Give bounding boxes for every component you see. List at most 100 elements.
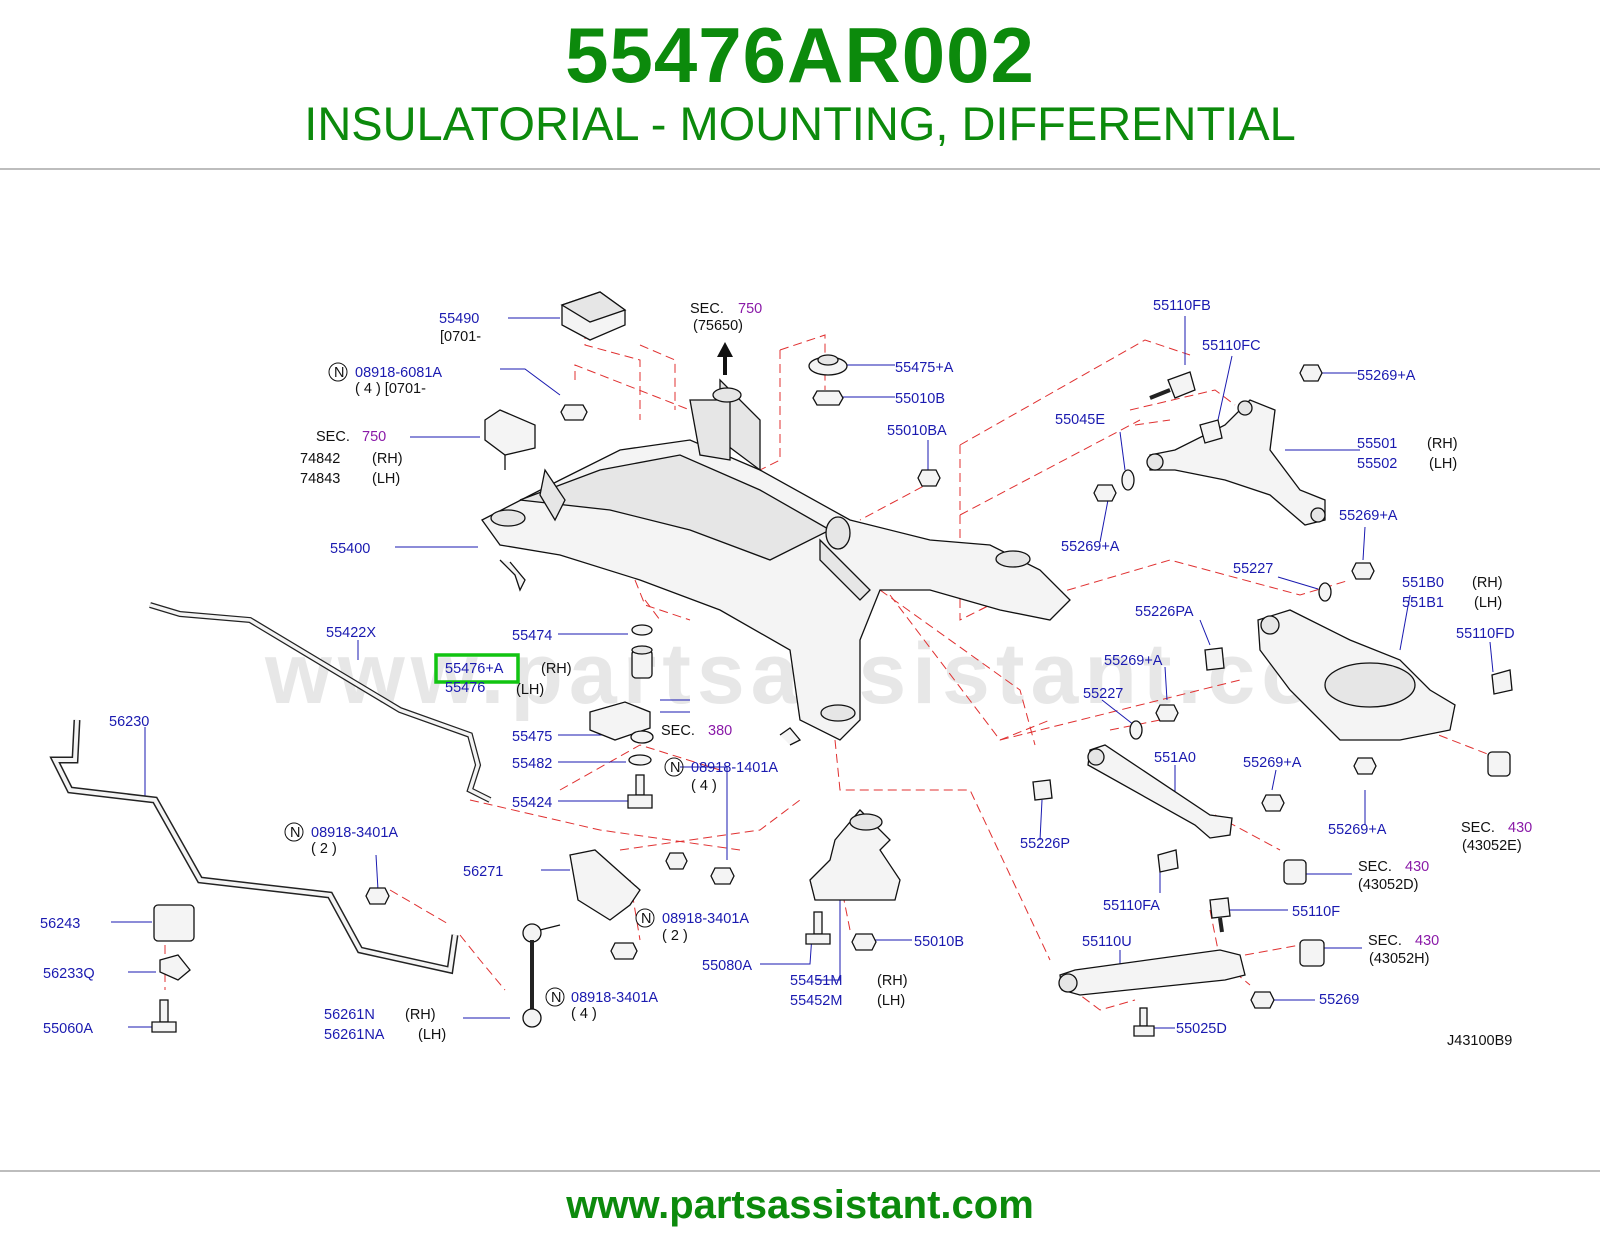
- part-description: INSULATORIAL - MOUNTING, DIFFERENTIAL: [304, 97, 1296, 150]
- label-sec-750-a: SEC.: [316, 429, 350, 445]
- n-symbol-4: N: [641, 911, 651, 927]
- label-55226P[interactable]: 55226P: [1020, 836, 1070, 852]
- part-clamp-56233Q: [159, 954, 191, 981]
- part-nut-55269A-5: [1261, 794, 1285, 812]
- label-55110FC[interactable]: 55110FC: [1202, 338, 1261, 354]
- label-sec-750-top: SEC.: [690, 301, 724, 317]
- label-55482[interactable]: 55482: [512, 756, 552, 772]
- label-sec-430-b: SEC.: [1358, 859, 1392, 875]
- label-55475A[interactable]: 55475+A: [895, 360, 954, 376]
- label-55226PA[interactable]: 55226PA: [1135, 604, 1194, 620]
- label-55422X[interactable]: 55422X: [326, 625, 376, 641]
- label-55502[interactable]: 55502: [1357, 456, 1397, 472]
- label-551B0-rh: (RH): [1472, 575, 1503, 591]
- label-08918-6081A-qty: ( 4 ) [0701-: [355, 381, 426, 397]
- highlight-box-55476A: [434, 653, 520, 684]
- label-55110FD[interactable]: 55110FD: [1456, 626, 1515, 642]
- label-74843[interactable]: 74843: [300, 471, 340, 487]
- label-55269A-5[interactable]: 55269+A: [1243, 755, 1302, 771]
- label-sec-430-b-num[interactable]: 430: [1405, 859, 1429, 875]
- part-bushing-43052D: [1283, 859, 1307, 885]
- label-08918-3401A-2[interactable]: 08918-3401A: [662, 911, 749, 927]
- part-stabilizer-bar-55422X: [149, 602, 492, 803]
- part-diff-bracket: [589, 701, 651, 741]
- label-55476-lh: (LH): [516, 682, 544, 698]
- label-56233Q[interactable]: 56233Q: [43, 966, 95, 982]
- label-08918-3401A-3[interactable]: 08918-3401A: [571, 990, 658, 1006]
- label-55269A-6[interactable]: 55269+A: [1328, 822, 1387, 838]
- label-55060A[interactable]: 55060A: [43, 1021, 93, 1037]
- label-55452M[interactable]: 55452M: [790, 993, 842, 1009]
- label-55110F[interactable]: 55110F: [1292, 904, 1340, 920]
- page-header: 55476AR002 INSULATORIAL - MOUNTING, DIFF…: [0, 0, 1600, 170]
- label-55110FA[interactable]: 55110FA: [1103, 898, 1160, 914]
- part-bolt-55110FC: [1199, 419, 1223, 444]
- label-55451M-rh: (RH): [877, 973, 908, 989]
- label-551B1[interactable]: 551B1: [1402, 595, 1444, 611]
- label-sec-430-a-num[interactable]: 430: [1508, 820, 1532, 836]
- label-55110U[interactable]: 55110U: [1082, 934, 1132, 950]
- part-link-56261N: [522, 923, 561, 1028]
- label-55010BA[interactable]: 55010BA: [887, 423, 947, 439]
- label-08918-6081A[interactable]: 08918-6081A: [355, 365, 442, 381]
- diagram-code: J43100B9: [1447, 1033, 1512, 1049]
- label-08918-1401A[interactable]: 08918-1401A: [691, 760, 778, 776]
- part-nut-55010BA: [917, 469, 941, 487]
- part-nut-08918-6081A: [560, 404, 588, 421]
- part-washer-55045E: [1121, 469, 1135, 491]
- part-bolt-55060A: [151, 999, 177, 1033]
- label-74842[interactable]: 74842: [300, 451, 340, 467]
- label-56261N[interactable]: 56261N: [324, 1007, 375, 1023]
- part-nut-55269A-2: [1093, 484, 1117, 502]
- label-55475[interactable]: 55475: [512, 729, 552, 745]
- label-55269[interactable]: 55269: [1319, 992, 1359, 1008]
- label-55476A[interactable]: 55476+A: [445, 661, 504, 677]
- label-55400[interactable]: 55400: [330, 541, 370, 557]
- label-56243[interactable]: 56243: [40, 916, 80, 932]
- label-55501[interactable]: 55501: [1357, 436, 1397, 452]
- part-bolt-55226PA: [1204, 647, 1225, 671]
- label-55110FB[interactable]: 55110FB: [1153, 298, 1211, 314]
- label-55269A-1[interactable]: 55269+A: [1357, 368, 1416, 384]
- label-55490[interactable]: 55490: [439, 311, 479, 327]
- label-55424[interactable]: 55424: [512, 795, 552, 811]
- label-56261N-rh: (RH): [405, 1007, 436, 1023]
- label-55010B-lower[interactable]: 55010B: [914, 934, 964, 950]
- part-bolt-55110FA: [1157, 849, 1179, 873]
- part-mount-55451M: [809, 809, 901, 901]
- label-55045E[interactable]: 55045E: [1055, 412, 1105, 428]
- part-bolt-55110FB: [1149, 371, 1196, 400]
- label-55269A-4[interactable]: 55269+A: [1104, 653, 1163, 669]
- label-qty-4-b: ( 4 ): [571, 1006, 597, 1022]
- label-551A0[interactable]: 551A0: [1154, 750, 1196, 766]
- label-08918-3401A-1[interactable]: 08918-3401A: [311, 825, 398, 841]
- label-sec-380-num[interactable]: 380: [708, 723, 732, 739]
- part-bracket-56271: [569, 849, 641, 921]
- header-divider: [0, 168, 1600, 170]
- label-sec-750-top-num[interactable]: 750: [738, 301, 762, 317]
- label-sec-430-c-num[interactable]: 430: [1415, 933, 1439, 949]
- label-55080A[interactable]: 55080A: [702, 958, 752, 974]
- part-nut-55010B-lower: [851, 933, 877, 951]
- label-55025D[interactable]: 55025D: [1176, 1021, 1227, 1037]
- label-551B0[interactable]: 551B0: [1402, 575, 1444, 591]
- label-56261NA[interactable]: 56261NA: [324, 1027, 385, 1043]
- label-55474[interactable]: 55474: [512, 628, 552, 644]
- label-55269A-3[interactable]: 55269+A: [1339, 508, 1398, 524]
- label-08918-1401A-qty: ( 4 ): [691, 778, 717, 794]
- label-56271[interactable]: 56271: [463, 864, 503, 880]
- n-symbols: [284, 362, 684, 1007]
- label-55451M[interactable]: 55451M: [790, 973, 842, 989]
- label-sec-750-a-num[interactable]: 750: [362, 429, 386, 445]
- label-55010B[interactable]: 55010B: [895, 391, 945, 407]
- footer-url[interactable]: www.partsassistant.com: [566, 1183, 1034, 1227]
- part-nut-08918-3401A-b: [610, 942, 638, 960]
- part-55490-mount: [560, 291, 627, 341]
- label-55269A-2[interactable]: 55269+A: [1061, 539, 1120, 555]
- label-55227-a[interactable]: 55227: [1233, 561, 1273, 577]
- n-symbol-2: N: [670, 760, 680, 776]
- part-nut-55269A-3: [1351, 562, 1375, 580]
- label-55227-b[interactable]: 55227: [1083, 686, 1123, 702]
- label-56230[interactable]: 56230: [109, 714, 149, 730]
- label-55476[interactable]: 55476: [445, 680, 485, 696]
